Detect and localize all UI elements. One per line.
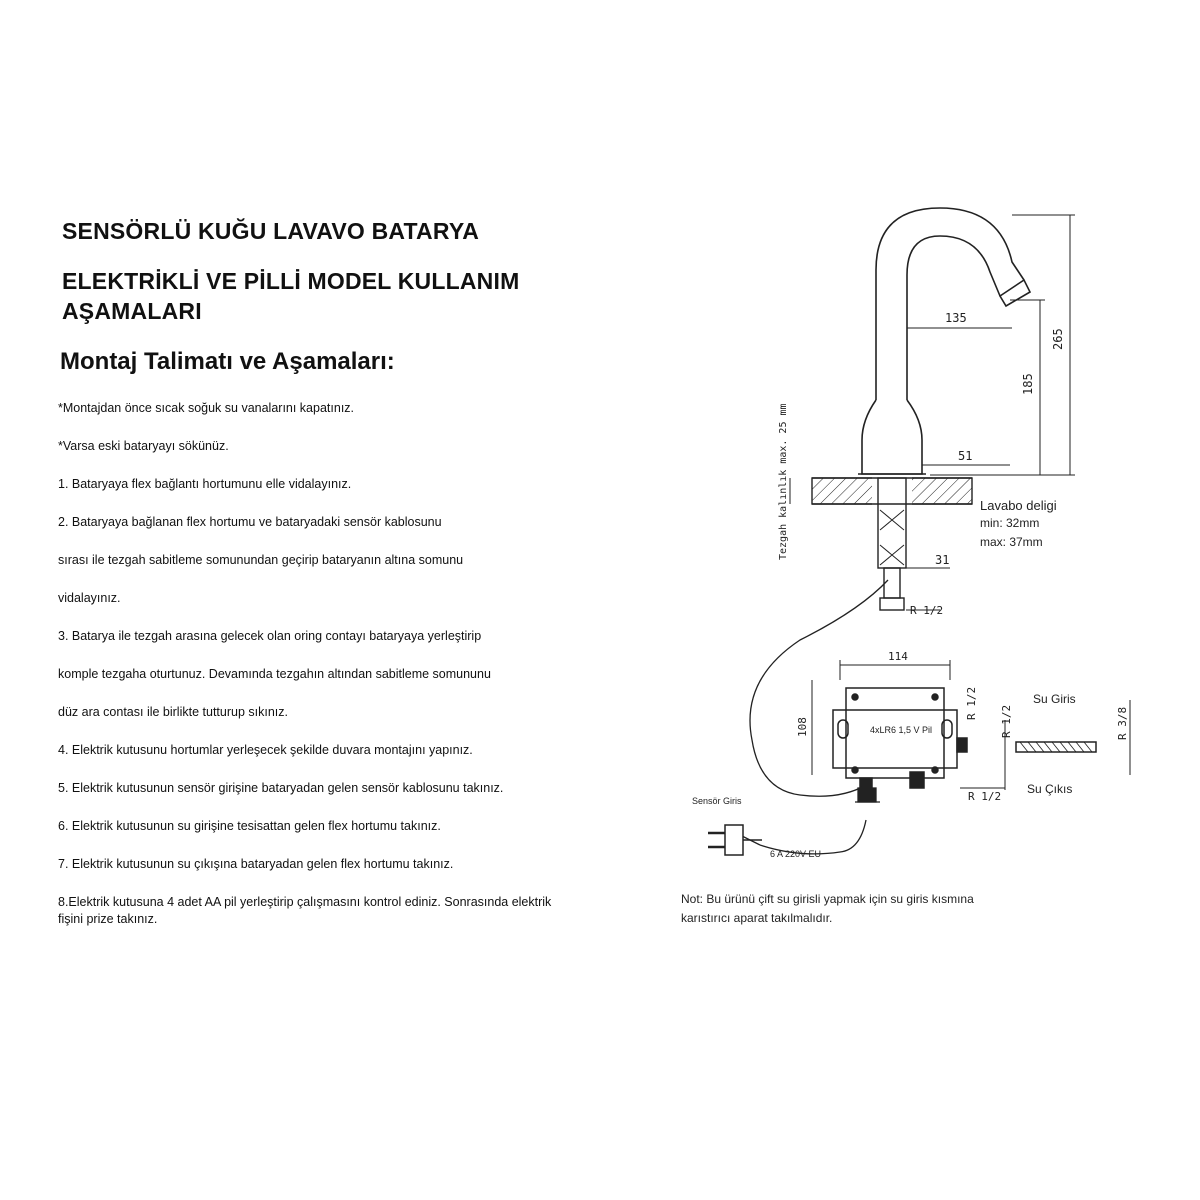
water-outlet-label: Su Çıkıs: [1027, 782, 1072, 796]
instruction-line: 4. Elektrik kutusunu hortumlar yerleşece…: [58, 743, 473, 757]
instruction-line: fişini prize takınız.: [58, 912, 158, 926]
dimension-lines: [789, 214, 1075, 611]
document-title: SENSÖRLÜ KUĞU LAVAVO BATARYA: [62, 218, 480, 244]
instruction-line: sırası ile tezgah sabitleme somunundan g…: [58, 553, 464, 567]
note-line-1: Not: Bu ürünü çift su girisli yapmak içi…: [681, 892, 974, 906]
hole-min: min: 32mm: [980, 516, 1039, 530]
section-heading: Montaj Talimatı ve Aşamaları:: [60, 348, 395, 375]
document-subtitle-cont: AŞAMALARI: [62, 298, 202, 324]
power-plug-icon: [708, 824, 762, 856]
dim-114: 114: [888, 650, 908, 663]
battery-box-label: 4xLR6 1,5 V Pil: [870, 725, 932, 735]
sensor-input-label: Sensör Giris: [692, 796, 742, 806]
dim-135: 135: [945, 311, 967, 325]
dim-108: 108: [796, 717, 809, 737]
dim-31: 31: [935, 553, 949, 567]
hole-max: max: 37mm: [980, 535, 1043, 549]
instruction-line: 8.Elektrik kutusuna 4 adet AA pil yerleş…: [58, 895, 552, 909]
technical-diagram: 135 265 185 51 31 R 1/2 Tezgah kalınlık …: [681, 207, 1131, 925]
instruction-line: 2. Bataryaya bağlanan flex hortumu ve ba…: [58, 515, 442, 529]
control-box-drawing: [811, 660, 1131, 790]
instruction-line: 5. Elektrik kutusunun sensör girişine ba…: [58, 781, 504, 795]
dim-r12-side: R 1/2: [965, 687, 978, 720]
instruction-line: komple tezgaha oturtunuz. Devamında tezg…: [58, 667, 491, 681]
cables-drawing: [739, 579, 889, 855]
dim-r38: R 3/8: [1116, 707, 1129, 740]
instruction-line: 3. Batarya ile tezgah arasına gelecek ol…: [58, 629, 482, 643]
dim-185: 185: [1021, 373, 1035, 395]
instruction-line: *Varsa eski bataryayı sökünüz.: [58, 439, 229, 453]
dim-51: 51: [958, 449, 972, 463]
faucet-drawing: [858, 207, 1032, 475]
hole-title: Lavabo deligi: [980, 498, 1057, 513]
water-inlet-label: Su Giris: [1033, 692, 1076, 706]
instruction-line: düz ara contası ile birlikte tutturup sı…: [58, 705, 288, 719]
instruction-line: 7. Elektrik kutusunun su çıkışına batary…: [58, 857, 454, 871]
instruction-line: *Montajdan önce sıcak soğuk su vanaların…: [58, 401, 355, 415]
dim-r12-mid: R 1/2: [1000, 705, 1013, 738]
dim-265: 265: [1051, 328, 1065, 350]
power-spec-label: 6 A 220V EU: [770, 849, 821, 859]
instruction-line: 6. Elektrik kutusunun su girişine tesisa…: [58, 819, 441, 833]
dim-r12-bottom: R 1/2: [968, 790, 1001, 803]
document-subtitle: ELEKTRİKLİ VE PİLLİ MODEL KULLANIM: [62, 268, 520, 294]
note-line-2: karıstırıcı aparat takılmalıdır.: [681, 911, 832, 925]
counter-drawing: [811, 476, 973, 611]
instruction-line: vidalayınız.: [58, 591, 121, 605]
dim-r12-top: R 1/2: [910, 604, 943, 617]
counter-thickness-label: Tezgah kalınlık max. 25 mm: [778, 403, 789, 560]
instruction-line: 1. Bataryaya flex bağlantı hortumunu ell…: [58, 477, 352, 491]
